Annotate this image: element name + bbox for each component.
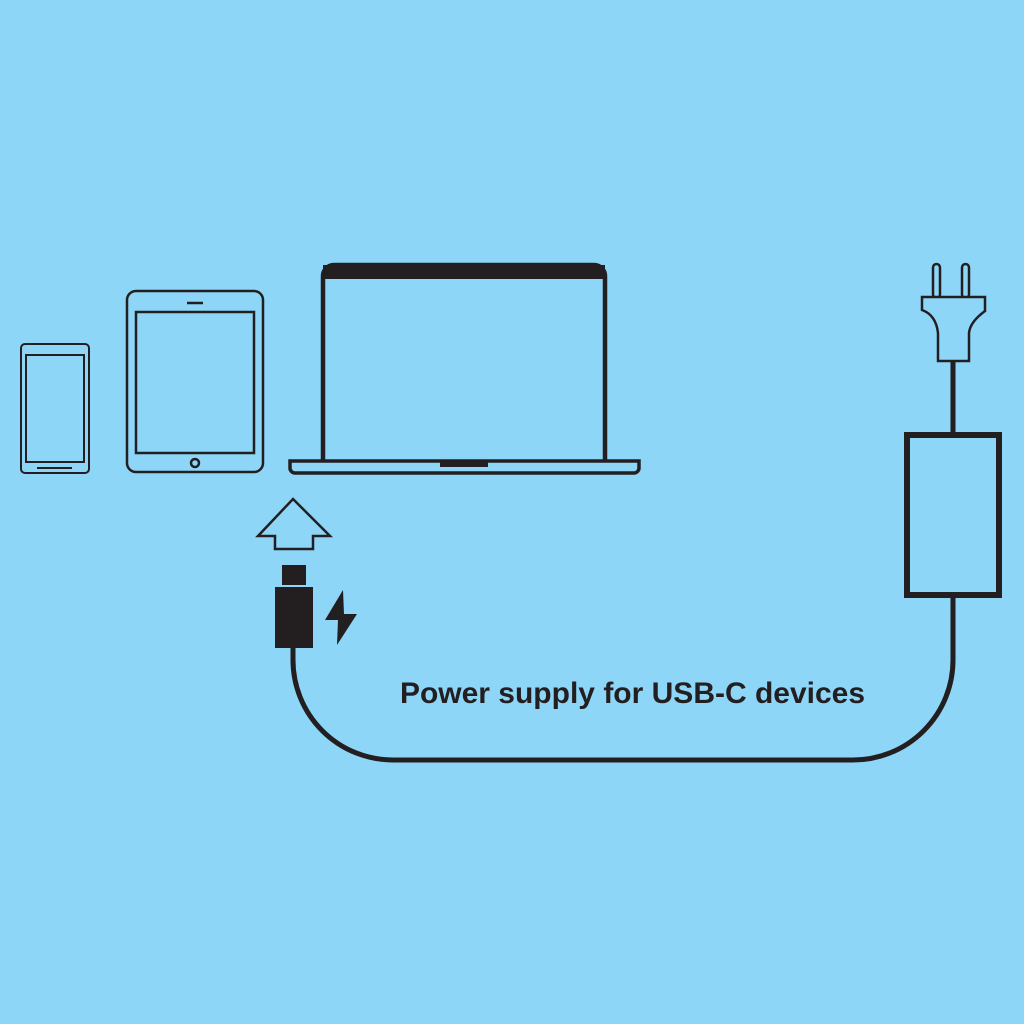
up-arrow-icon	[255, 497, 334, 551]
usb-c-connector-icon	[275, 565, 313, 648]
laptop-icon	[288, 262, 641, 475]
power-adapter-icon	[904, 432, 1002, 598]
caption: Power supply for USB-C devices	[399, 677, 866, 710]
wall-plug-icon	[920, 262, 987, 363]
smartphone-icon	[20, 343, 90, 474]
cable-icon	[290, 597, 956, 763]
lightning-bolt-icon	[325, 590, 357, 645]
tablet-icon	[125, 289, 265, 474]
